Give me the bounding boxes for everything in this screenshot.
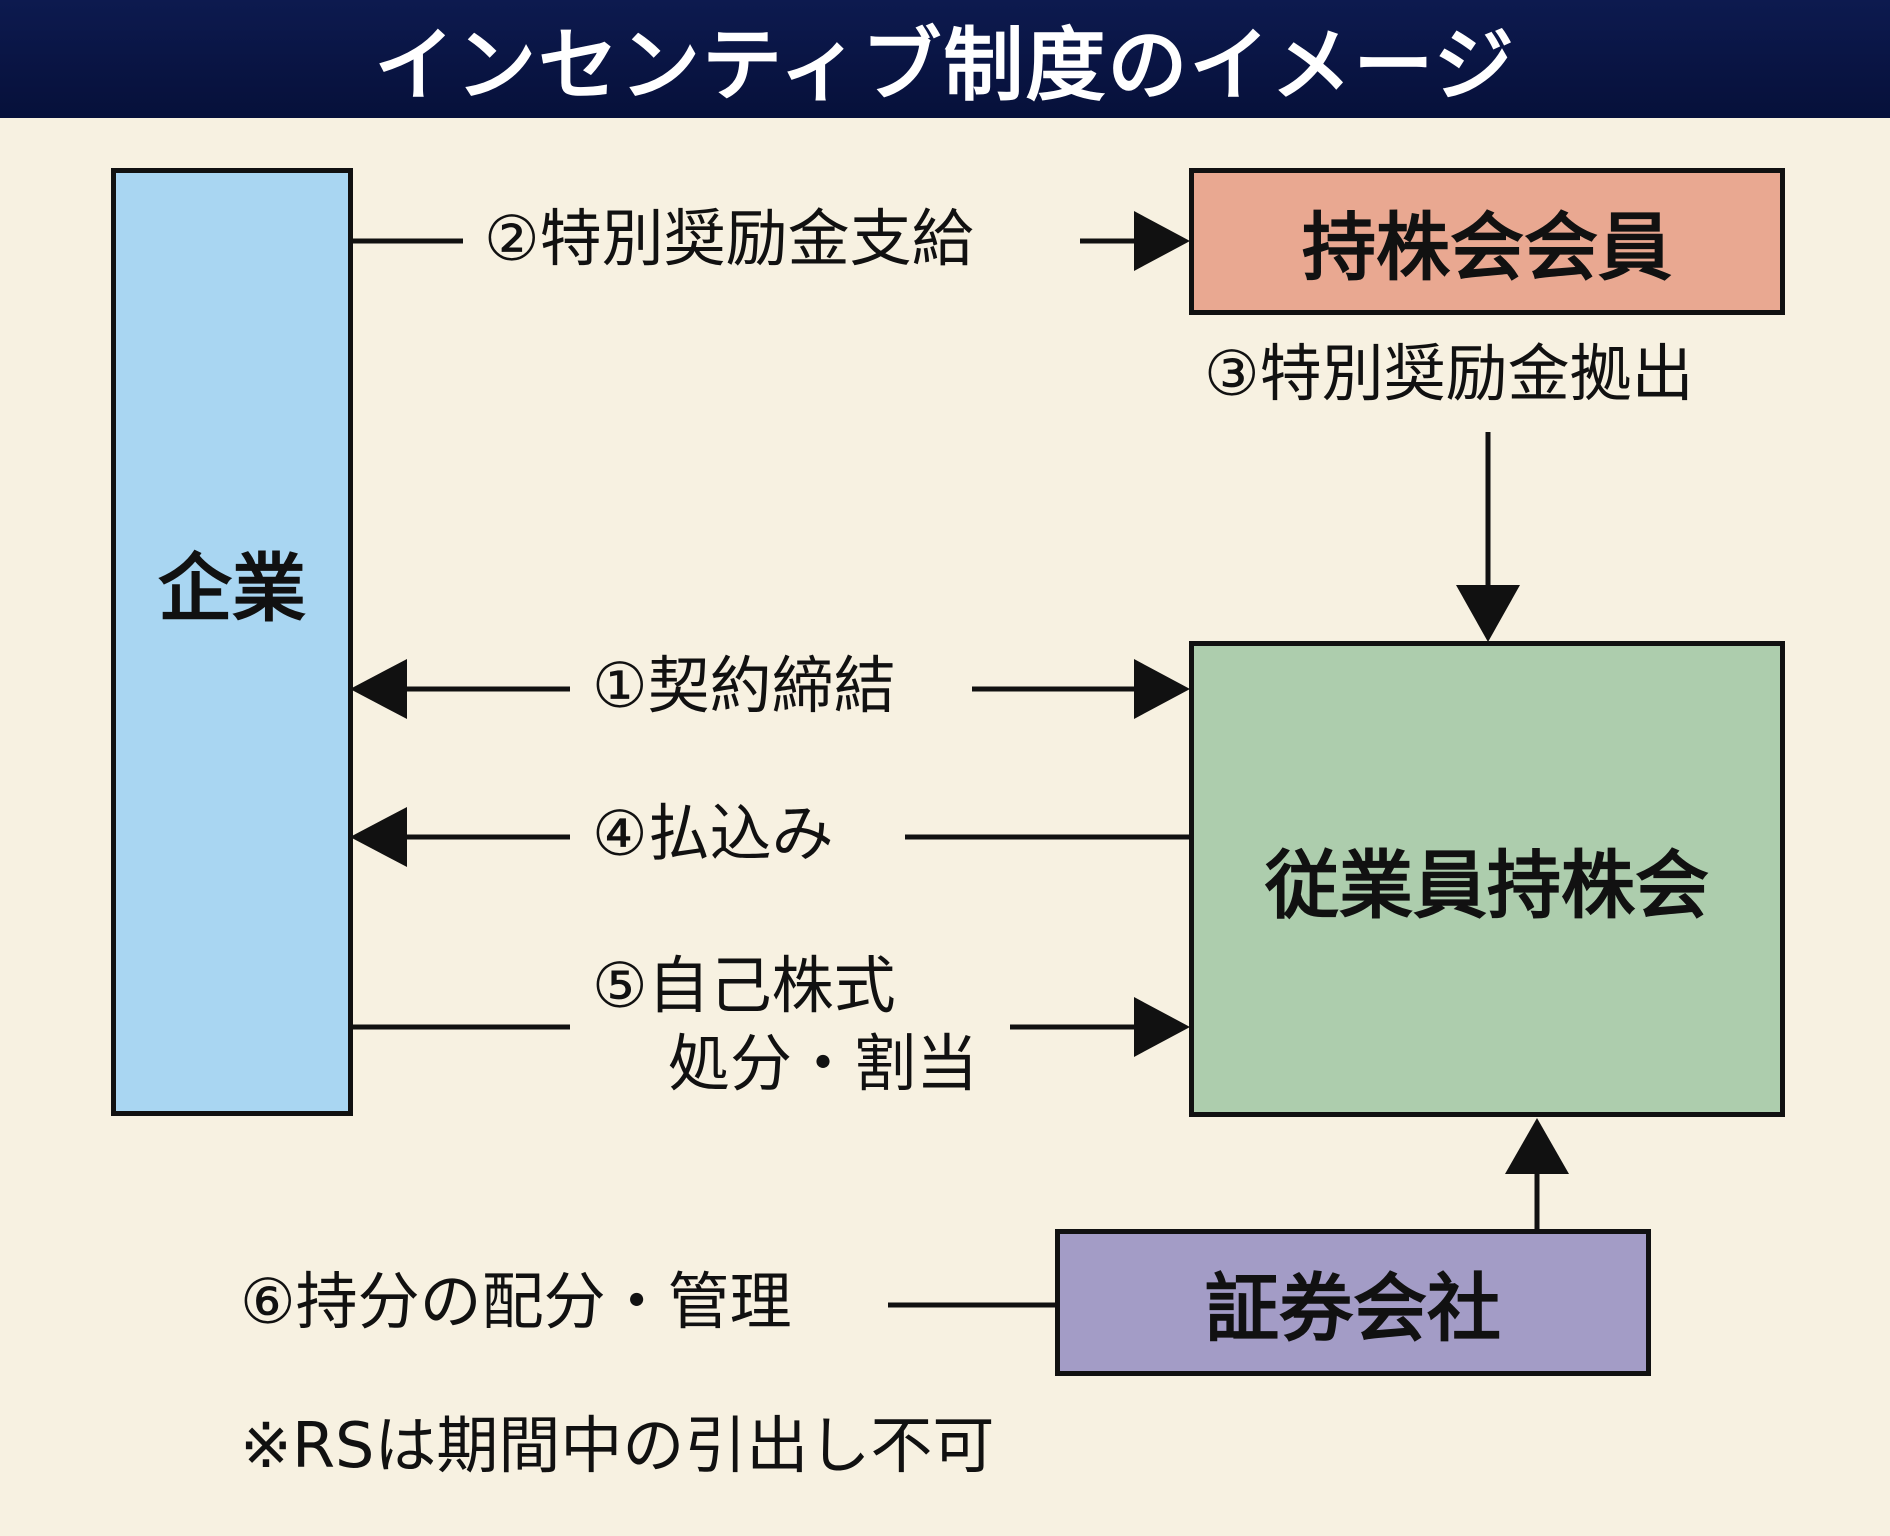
treasury-label-line2: 処分・割当 bbox=[668, 1027, 979, 1100]
company-box: 企業 bbox=[111, 168, 353, 1116]
title-bar: インセンティブ制度のイメージ bbox=[0, 0, 1890, 118]
footnote: ※RSは期間中の引出し不可 bbox=[240, 1409, 995, 1482]
bonus-pay-label: ②特別奨励金支給 bbox=[484, 202, 974, 275]
esop-box: 従業員持株会 bbox=[1189, 641, 1785, 1117]
contract-arrowhead-left bbox=[350, 659, 407, 719]
contract-label: ①契約締結 bbox=[592, 649, 896, 722]
securities-label: 証券会社 bbox=[1205, 1266, 1501, 1352]
esop-label: 従業員持株会 bbox=[1265, 842, 1709, 929]
bonus-pay-arrowhead bbox=[1134, 211, 1190, 271]
payment-label: ④払込み bbox=[592, 797, 834, 870]
page-title: インセンティブ制度のイメージ bbox=[374, 19, 1516, 112]
securities-arrowhead bbox=[1505, 1118, 1569, 1174]
treasury-arrowhead bbox=[1134, 997, 1190, 1057]
member-label: 持株会会員 bbox=[1302, 205, 1672, 291]
member-box: 持株会会員 bbox=[1189, 168, 1785, 315]
securities-box: 証券会社 bbox=[1055, 1229, 1651, 1376]
allocation-label: ⑥持分の配分・管理 bbox=[240, 1265, 792, 1338]
payment-arrowhead bbox=[350, 807, 407, 867]
contract-arrowhead-right bbox=[1134, 659, 1190, 719]
company-label: 企業 bbox=[158, 545, 306, 632]
treasury-label-line1: ⑤自己株式 bbox=[592, 949, 896, 1022]
bonus-contrib-arrowhead bbox=[1456, 585, 1520, 642]
bonus-contrib-label: ③特別奨励金拠出 bbox=[1204, 337, 1694, 410]
